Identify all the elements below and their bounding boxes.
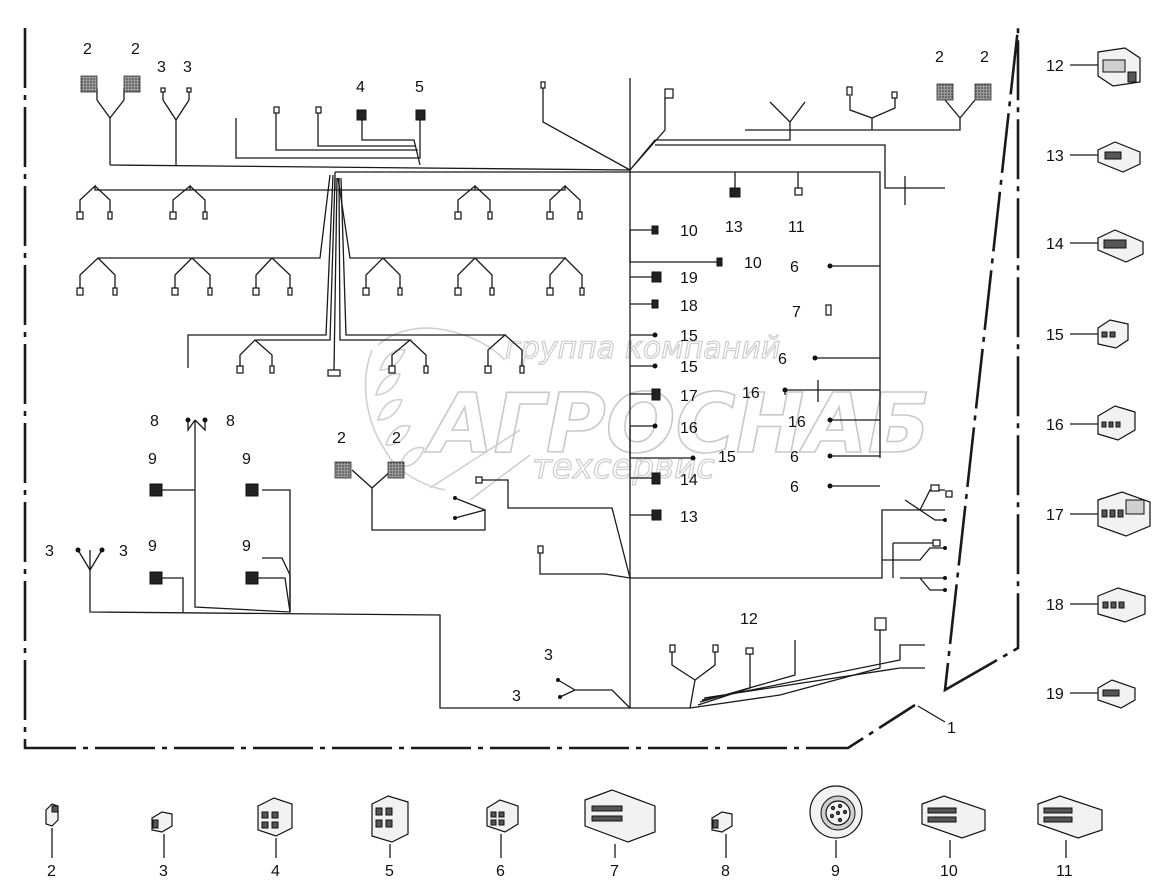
- callout-6: 6: [778, 351, 787, 368]
- callout-17: 17: [680, 388, 698, 405]
- svg-text:13: 13: [1046, 148, 1064, 165]
- connector-5-icon: [371, 795, 409, 843]
- watermark-line3: техсервис: [532, 447, 715, 487]
- callout-15: 15: [680, 328, 698, 345]
- callout-9: 9: [148, 451, 157, 468]
- legend-item-11: 11: [1037, 795, 1103, 880]
- callout-2: 2: [935, 49, 944, 66]
- legend-item-15: 15: [1046, 319, 1129, 349]
- callout-2: 2: [980, 49, 989, 66]
- legend-item-18: 18: [1046, 587, 1146, 623]
- callout-4: 4: [356, 79, 365, 96]
- watermark: группа компаний АГРОСНАБ техсервис: [364, 327, 931, 501]
- callout-9: 9: [242, 451, 251, 468]
- legend-item-12: 12: [1046, 47, 1141, 87]
- legend-bottom: 2 3 4 5 6: [45, 785, 1103, 880]
- connector-2-hatched: [936, 83, 954, 101]
- legend-item-16: 16: [1046, 405, 1136, 441]
- legend-item-6: 6: [486, 799, 519, 880]
- svg-text:18: 18: [1046, 597, 1064, 614]
- callout-3: 3: [119, 543, 128, 560]
- legend-item-7: 7: [584, 789, 656, 880]
- watermark-line1: группа компаний: [505, 331, 780, 366]
- callout-2: 2: [131, 41, 140, 58]
- callout-3: 3: [183, 59, 192, 76]
- legend-right: 12 13 14 15 16: [1046, 47, 1151, 709]
- callout-13: 13: [725, 219, 743, 236]
- callout-5: 5: [415, 79, 424, 96]
- svg-text:4: 4: [271, 863, 280, 880]
- callout-7: 7: [792, 304, 801, 321]
- svg-text:14: 14: [1046, 236, 1064, 253]
- callout-9: 9: [148, 538, 157, 555]
- callout-10: 10: [680, 223, 698, 240]
- harness-label-1: 1: [947, 720, 956, 737]
- callout-3: 3: [512, 688, 521, 705]
- svg-text:16: 16: [1046, 417, 1064, 434]
- svg-text:7: 7: [610, 863, 619, 880]
- callout-8: 8: [226, 413, 235, 430]
- callout-11: 11: [788, 219, 805, 236]
- svg-text:10: 10: [940, 863, 958, 880]
- callout-6: 6: [790, 259, 799, 276]
- watermark-line2: АГРОСНАБ: [424, 377, 930, 472]
- svg-text:8: 8: [721, 863, 730, 880]
- legend-item-10: 10: [921, 795, 986, 880]
- legend-item-4: 4: [257, 797, 293, 880]
- legend-item-5: 5: [371, 795, 409, 880]
- connector-2-hatched: [80, 75, 98, 93]
- callout-16: 16: [680, 420, 698, 437]
- legend-item-8: 8: [711, 811, 733, 880]
- connector-2-hatched: [334, 461, 352, 479]
- connector-2-hatched: [123, 75, 141, 93]
- callout-6: 6: [790, 479, 799, 496]
- callout-15: 15: [680, 359, 698, 376]
- callout-16: 16: [742, 385, 760, 402]
- legend-item-3: 3: [151, 811, 173, 880]
- legend-item-13: 13: [1046, 141, 1141, 173]
- svg-text:17: 17: [1046, 507, 1064, 524]
- callout-3: 3: [544, 647, 553, 664]
- callout-9: 9: [242, 538, 251, 555]
- callout-14: 14: [680, 472, 698, 489]
- callout-6: 6: [790, 449, 799, 466]
- legend-item-19: 19: [1046, 679, 1136, 709]
- svg-text:12: 12: [1046, 58, 1064, 75]
- callout-10: 10: [744, 255, 762, 272]
- svg-text:11: 11: [1056, 863, 1073, 880]
- callout-16: 16: [788, 414, 806, 431]
- callout-12: 12: [740, 611, 758, 628]
- legend-item-2: 2: [45, 803, 59, 880]
- connector-2-hatched: [974, 83, 992, 101]
- callout-19: 19: [680, 270, 698, 287]
- harness-connectors: [75, 75, 992, 699]
- legend-item-14: 14: [1046, 229, 1144, 263]
- svg-text:9: 9: [831, 863, 840, 880]
- callout-2: 2: [337, 430, 346, 447]
- callout-3: 3: [45, 543, 54, 560]
- svg-text:19: 19: [1046, 686, 1064, 703]
- callout-13: 13: [680, 509, 698, 526]
- svg-text:15: 15: [1046, 327, 1064, 344]
- svg-text:6: 6: [496, 863, 505, 880]
- callout-18: 18: [680, 298, 698, 315]
- callout-8: 8: [150, 413, 159, 430]
- legend-item-9: 9: [809, 785, 863, 880]
- harness-boundary-frame: [23, 27, 1020, 750]
- svg-text:5: 5: [385, 863, 394, 880]
- callout-2: 2: [83, 41, 92, 58]
- callout-3: 3: [157, 59, 166, 76]
- svg-text:2: 2: [47, 863, 56, 880]
- connector-2-hatched: [387, 461, 405, 479]
- legend-item-17: 17: [1046, 491, 1151, 537]
- callout-15: 15: [718, 449, 736, 466]
- svg-text:3: 3: [159, 863, 168, 880]
- leader-line-1: [917, 705, 946, 723]
- callouts: 2 2 3 3 4 5 2 2 13 11 10 10 6 7 19 18 15…: [45, 41, 989, 705]
- callout-2: 2: [392, 430, 401, 447]
